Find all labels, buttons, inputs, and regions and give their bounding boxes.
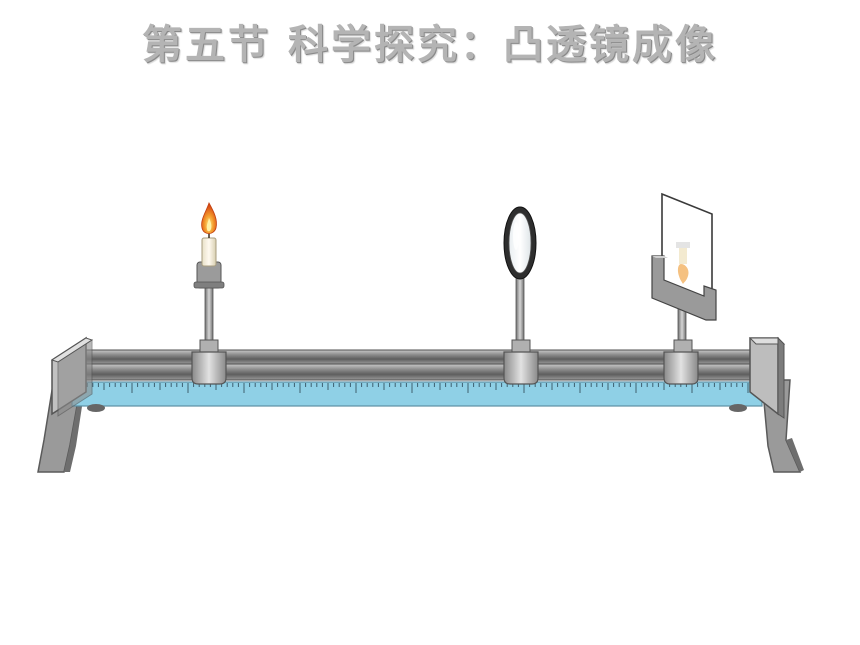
candle-holder[interactable] [191, 261, 227, 385]
bench-left-end-block [50, 336, 94, 417]
slide-title: 第五节 科学探究：凸透镜成像 [142, 21, 718, 68]
convex-lens-holder[interactable] [503, 275, 539, 385]
convex-lens[interactable] [503, 206, 537, 280]
screen-holder[interactable] [663, 297, 699, 385]
flame-icon [201, 202, 217, 235]
inverted-candle-image [676, 242, 690, 284]
optical-bench-rails [69, 349, 761, 381]
bench-right-end-block [748, 336, 786, 419]
candle [201, 232, 217, 267]
scale-ruler [71, 381, 763, 407]
